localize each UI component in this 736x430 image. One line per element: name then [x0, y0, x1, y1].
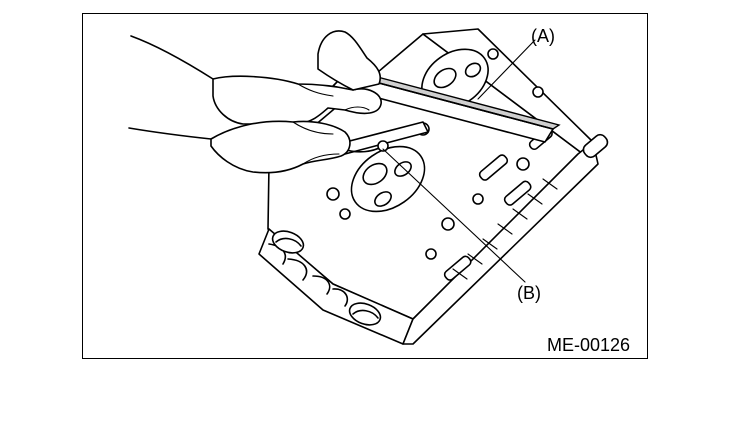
leader-lines	[382, 39, 536, 283]
figure-frame: (A) (B) ME-00126	[82, 13, 648, 359]
figure-id-label: ME-00126	[547, 335, 631, 355]
cylinder-head	[258, 28, 609, 345]
hands	[128, 30, 382, 174]
cylinder-head-illustration	[128, 28, 609, 345]
callout-a-label: (A)	[531, 26, 555, 46]
callout-b-label: (B)	[517, 283, 541, 303]
